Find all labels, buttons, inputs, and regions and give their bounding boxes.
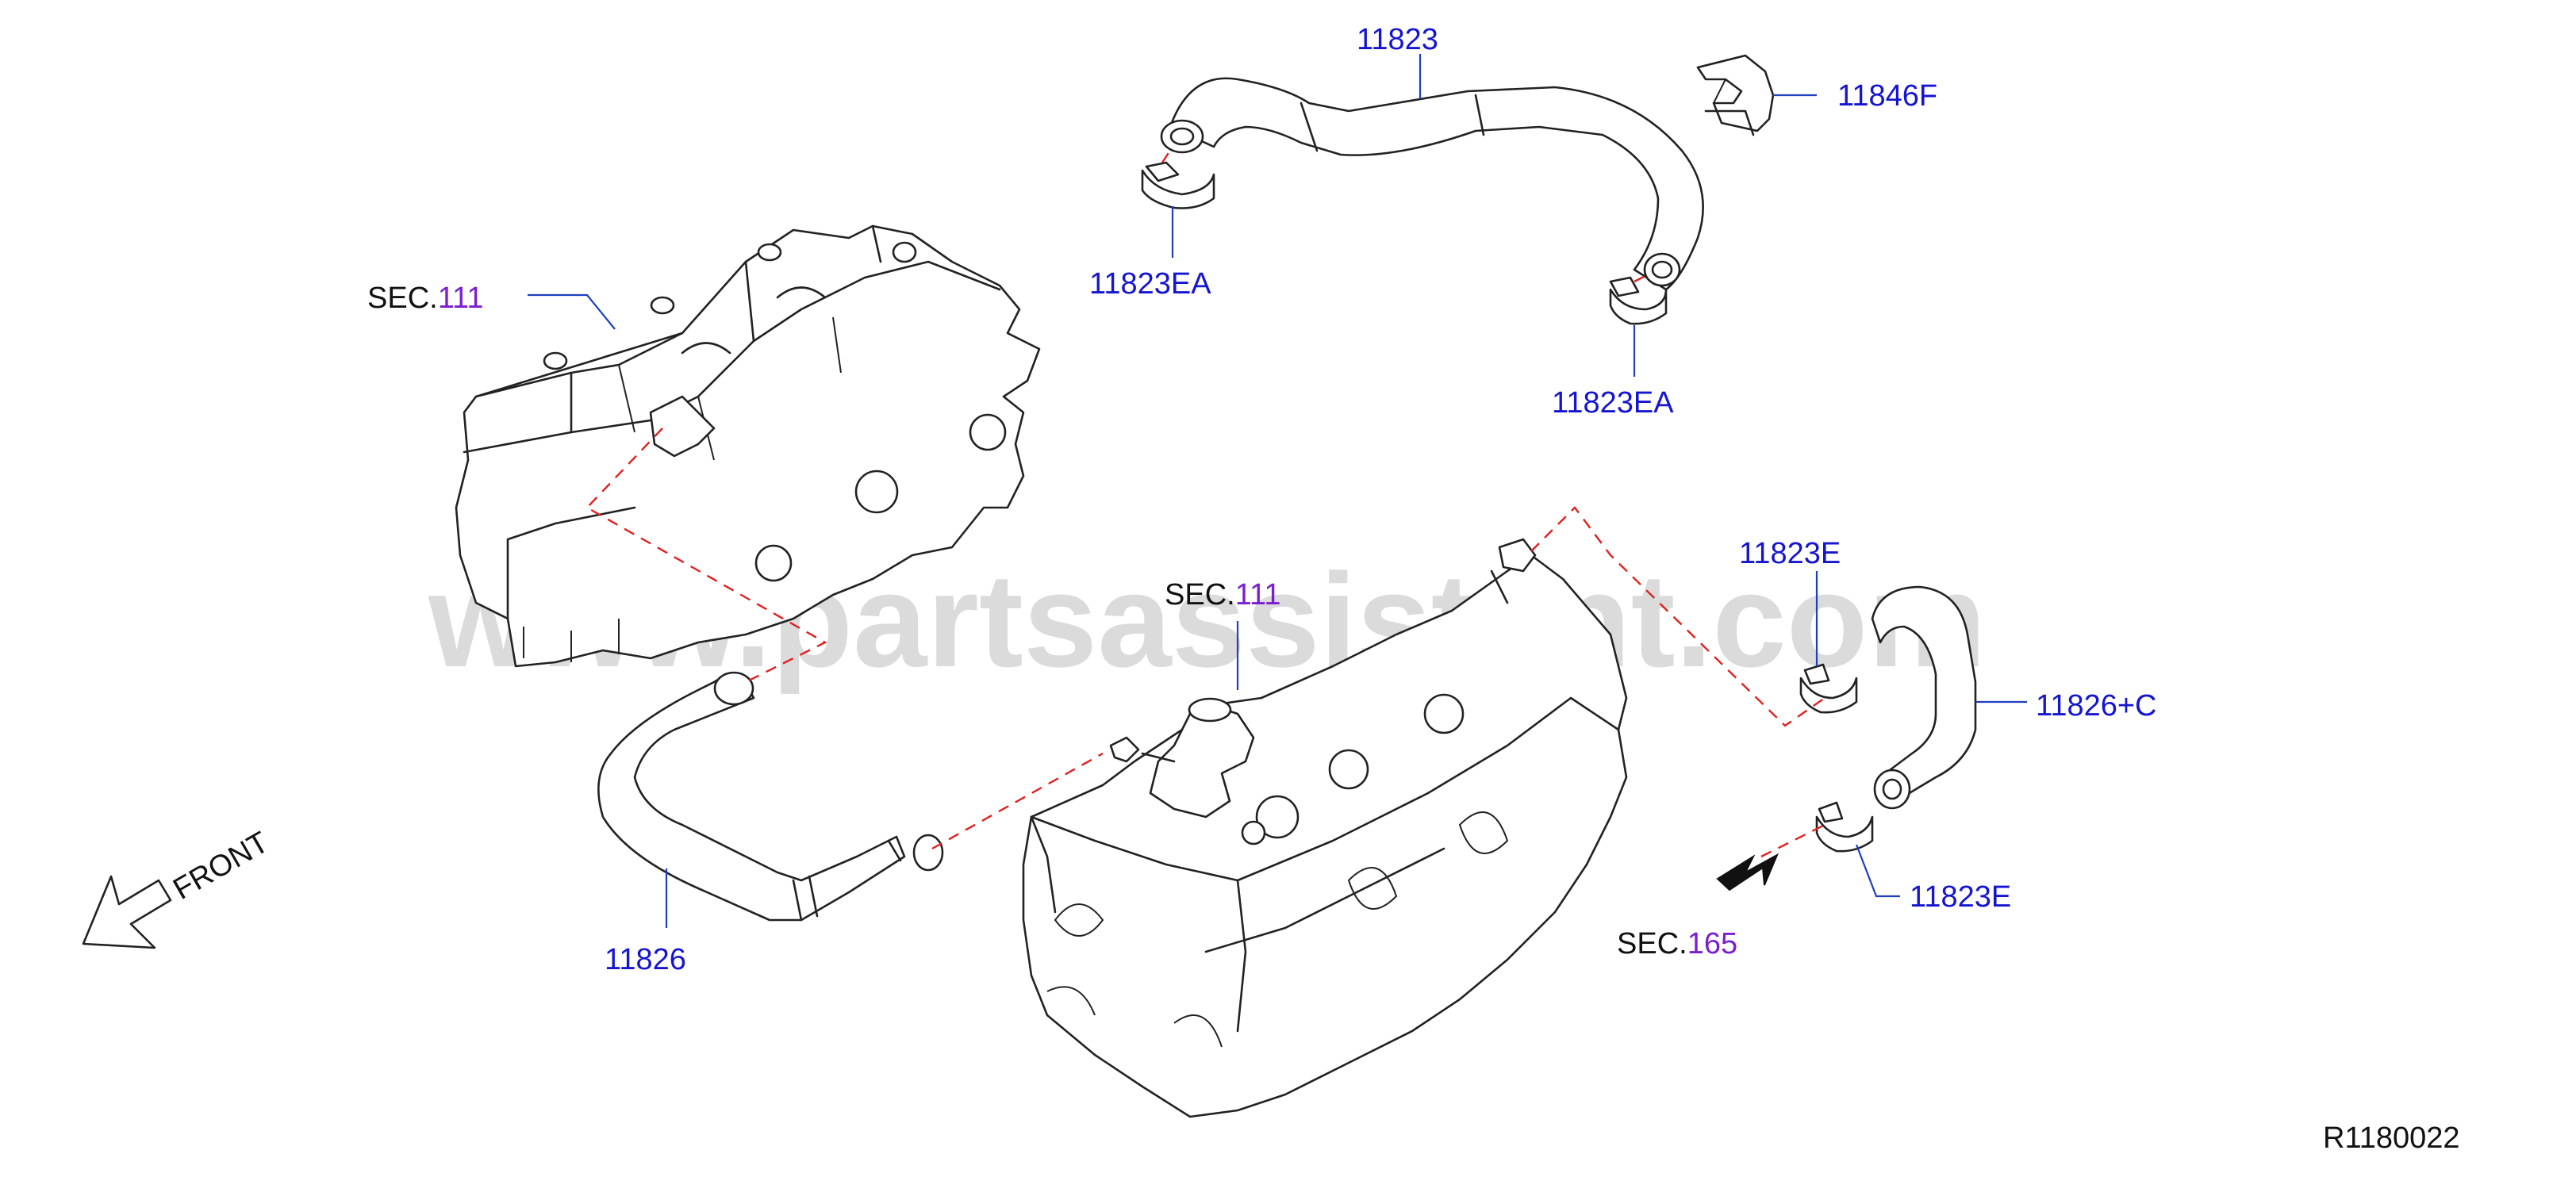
part-label-11826c: 11826+C <box>2036 689 2156 723</box>
part-label-11823: 11823 <box>1357 23 1438 56</box>
clamp-11823e-lower <box>1815 801 1874 853</box>
sec-ref-165-label: SEC.165 <box>1617 927 1737 960</box>
front-direction-indicator: FRONT <box>82 826 274 949</box>
sec-ref-lower-number: 111 <box>1235 578 1281 612</box>
clamp-11823ea-upper <box>1141 161 1215 209</box>
sec-ref-lower-prefix: SEC. <box>1165 578 1235 612</box>
clamp-11823ea-right <box>1609 276 1668 325</box>
sec-ref-lower-label: SEC.111 <box>1165 578 1280 612</box>
sec-ref-165-prefix: SEC. <box>1617 927 1687 960</box>
hose-11826 <box>597 671 944 922</box>
part-label-11826: 11826 <box>605 943 686 976</box>
sec-ref-upper-prefix: SEC. <box>367 282 438 315</box>
front-label: FRONT <box>168 826 274 907</box>
part-label-11846f: 11846F <box>1837 79 1937 113</box>
part-label-11823ea-right: 11823EA <box>1552 386 1674 420</box>
sec-ref-upper-label: SEC.111 <box>367 282 483 315</box>
sec-ref-upper-number: 111 <box>438 282 484 315</box>
leader-lines <box>528 54 2027 928</box>
hose-11826c <box>1871 585 1977 810</box>
upper-cylinder-head <box>455 224 1041 668</box>
sec-ref-165-number: 165 <box>1687 927 1737 960</box>
front-arrow-icon <box>82 875 172 949</box>
part-label-11823e-upper: 11823E <box>1739 537 1841 570</box>
lower-cylinder-head <box>1022 538 1628 1118</box>
clip-11846f <box>1696 54 1775 136</box>
part-label-11823ea-upper: 11823EA <box>1089 267 1211 301</box>
sec165-direction-arrow <box>1716 853 1779 891</box>
dashed-connectors <box>585 146 1825 858</box>
part-label-11823e-lower: 11823E <box>1910 880 2011 914</box>
hose-11823 <box>1160 77 1704 291</box>
reference-code: R1180022 <box>2323 1121 2460 1155</box>
